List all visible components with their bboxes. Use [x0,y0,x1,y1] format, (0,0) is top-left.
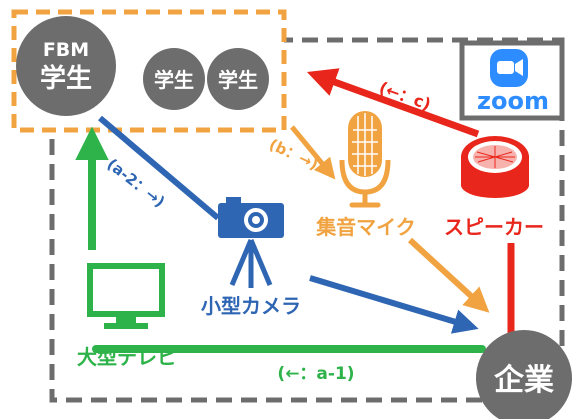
fbm-student-label-2: 学生 [40,63,92,94]
microphone-label: 集音マイク [315,215,416,239]
zoom-wordmark: zoom [477,87,549,115]
mic-to-company-arrow [407,237,490,313]
speaker-label: スピーカー [444,215,544,239]
flow-c-arrow [306,68,480,138]
student-node-b: 学生 [207,48,269,110]
zoom-box: zoom [459,40,565,121]
fbm-student-label-1: FBM [43,39,89,61]
tv-label: 大型テレビ [77,345,177,369]
microphone-icon [339,111,391,208]
camera-to-company-arrow [309,275,479,334]
flow-b-arrow [290,125,336,180]
fbm-student-node: FBM 学生 [16,16,116,116]
company-node: 企業 [476,330,572,419]
camera-label: 小型カメラ [201,294,301,318]
speaker-icon [461,136,529,198]
camera-icon [218,197,284,288]
student-b-label: 学生 [218,68,258,92]
flow-a2-arrow [98,115,220,221]
student-node-a: 学生 [143,48,205,110]
tv-icon [87,263,165,329]
flow-a2-label: (a-2：→) [104,155,169,211]
flow-a1-label: (←：a-1) [277,364,354,384]
outer-dashed-frame [49,37,565,403]
student-a-label: 学生 [154,68,194,92]
company-label: 企業 [494,363,554,398]
flow-b-label: (b：→) [266,135,321,173]
